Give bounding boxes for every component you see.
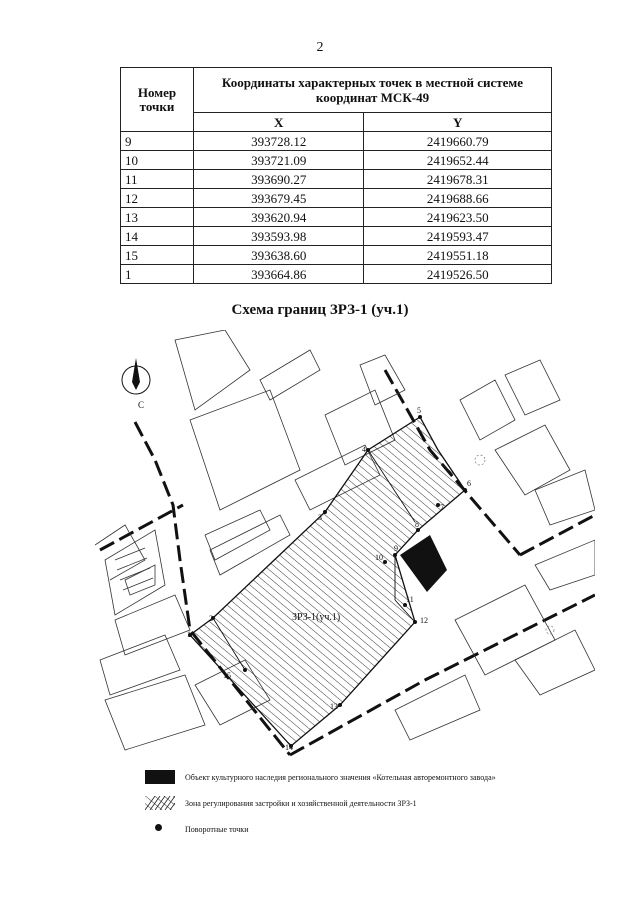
cell-x: 393664.86 (192, 264, 365, 284)
cell-point: 15 (120, 245, 194, 265)
cell-point: 10 (120, 150, 194, 170)
header-x: X (192, 112, 365, 132)
label-point-12: 12 (420, 616, 428, 625)
cell-y: 2419660.79 (363, 131, 552, 151)
cell-x: 393593.98 (192, 226, 365, 246)
coordinates-table: Номер точки Координаты характерных точек… (120, 67, 552, 284)
boundary-map: 1 2 3 4 5 6 7 8 9 10 11 12 13 14 15 ЗРЗ-… (95, 330, 595, 757)
label-point-5: 5 (417, 406, 421, 415)
cell-point: 12 (120, 188, 194, 208)
label-point-7: 7 (440, 503, 444, 512)
header-y: Y (363, 112, 552, 132)
page-number: 2 (316, 40, 324, 55)
legend-item-zone: Зона регулирования застройки и хозяйстве… (145, 796, 605, 816)
north-arrow-icon: С (121, 358, 151, 410)
label-point-13: 13 (330, 702, 338, 711)
cell-point: 11 (120, 169, 194, 189)
cell-point: 14 (120, 226, 194, 246)
legend-label-zone: Зона регулирования застройки и хозяйстве… (185, 799, 417, 808)
header-point-number: Номер точки (120, 67, 194, 132)
label-point-4: 4 (362, 445, 366, 454)
cell-x: 393690.27 (192, 169, 365, 189)
cell-y: 2419526.50 (363, 264, 552, 284)
label-point-6: 6 (467, 479, 471, 488)
cell-x: 393721.09 (192, 150, 365, 170)
point-labels: 1 2 3 4 5 6 7 8 9 10 11 12 13 14 15 (187, 406, 471, 752)
cell-y: 2419678.31 (363, 169, 552, 189)
legend-label-points: Поворотные точки (185, 825, 249, 834)
cell-point: 13 (120, 207, 194, 227)
label-point-1: 1 (187, 630, 191, 639)
legend-item-points: Поворотные точки (145, 822, 605, 842)
legend-swatch-object (145, 770, 175, 784)
cell-x: 393679.45 (192, 188, 365, 208)
turning-points (188, 415, 467, 748)
label-point-3: 3 (318, 513, 322, 522)
cell-y: 2419688.66 (363, 188, 552, 208)
label-point-9: 9 (394, 544, 398, 553)
cell-point: 1 (120, 264, 194, 284)
legend-swatch-zone (145, 796, 175, 810)
cell-point: 9 (120, 131, 194, 151)
legend-item-object: Объект культурного наследия региональног… (145, 770, 605, 790)
label-point-15: 15 (223, 671, 231, 680)
cell-y: 2419623.50 (363, 207, 552, 227)
internal-lines (212, 416, 439, 671)
label-point-8: 8 (415, 520, 419, 529)
header-coordinates-title: Координаты характерных точек в местной с… (193, 67, 552, 113)
scheme-title: Схема границ ЗРЗ-1 (уч.1) (231, 302, 409, 318)
cell-x: 393728.12 (192, 131, 365, 151)
buildings (95, 330, 595, 751)
legend-dot-icon (155, 824, 162, 831)
legend-label-object: Объект культурного наследия региональног… (185, 773, 496, 782)
north-label: С (138, 400, 144, 410)
label-point-11: 11 (406, 595, 414, 604)
cell-y: 2419551.18 (363, 245, 552, 265)
heritage-object (400, 535, 447, 592)
cell-x: 393638.60 (192, 245, 365, 265)
label-point-2: 2 (209, 614, 213, 623)
zone-label: ЗРЗ-1(уч.1) (292, 612, 340, 623)
cell-y: 2419593.47 (363, 226, 552, 246)
cell-y: 2419652.44 (363, 150, 552, 170)
survey-marker-icon (474, 454, 555, 635)
cell-x: 393620.94 (192, 207, 365, 227)
label-point-14: 14 (285, 743, 293, 752)
label-point-10: 10 (375, 553, 383, 562)
